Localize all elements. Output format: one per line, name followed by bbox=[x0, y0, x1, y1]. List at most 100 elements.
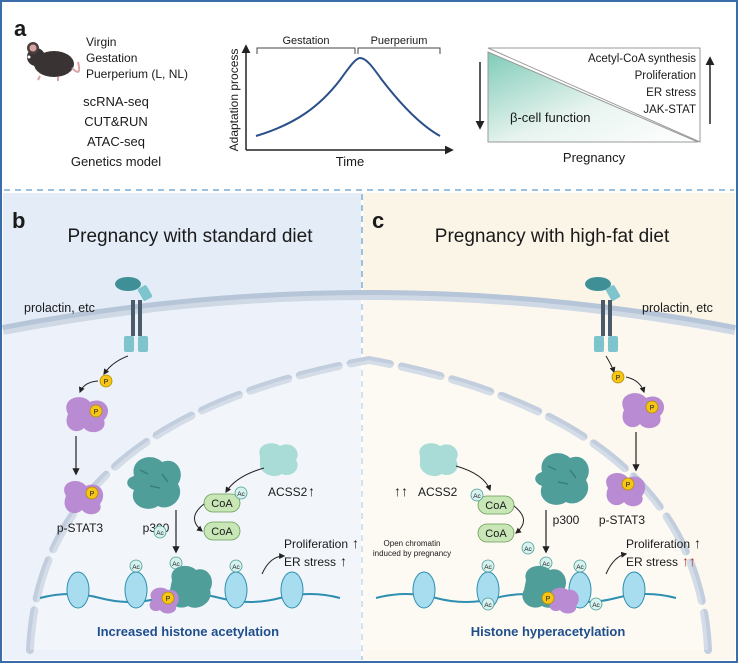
phospho-group-icon bbox=[99, 374, 113, 388]
increasing-triangle bbox=[487, 47, 701, 143]
er-stress-label: ER stress bbox=[284, 555, 336, 569]
cell-membrane bbox=[2, 290, 736, 335]
adaptation-curve bbox=[255, 56, 441, 137]
phospho-group-icon bbox=[611, 370, 625, 384]
acetyl-coa-icon bbox=[203, 493, 241, 513]
phase-puerperium: Puerperium bbox=[371, 35, 428, 47]
curve-ylabel: Adaptation process bbox=[227, 49, 241, 152]
svg-text:Ac: Ac bbox=[172, 561, 180, 568]
panel-c-ligand-label: prolactin, etc bbox=[642, 301, 713, 315]
pregnancy-triangle: Acetyl-CoA synthesis Proliferation ER st… bbox=[475, 47, 715, 165]
coa-icon bbox=[477, 523, 515, 543]
proliferation-up-arrow-icon: ↑ bbox=[694, 535, 701, 551]
svg-text:P: P bbox=[166, 596, 171, 603]
acetyl-coa-label: CoA bbox=[211, 498, 233, 510]
er-stress-up-arrow-icon: ↑ bbox=[340, 553, 347, 569]
svg-text:P: P bbox=[650, 405, 655, 412]
adaptation-curve-plot: Adaptation process Time Gestation Puerpe… bbox=[227, 35, 454, 169]
acss2-label: ACSS2 bbox=[268, 485, 308, 499]
nuclear-envelope bbox=[26, 355, 712, 654]
p300-icon bbox=[535, 453, 589, 505]
phase-gestation: Gestation bbox=[282, 35, 329, 47]
panel-c-letter: c bbox=[372, 208, 384, 233]
method-genetics: Genetics model bbox=[71, 154, 161, 169]
method-scrnaseq: scRNA-seq bbox=[83, 94, 149, 109]
proliferation-up-arrow-icon: ↑ bbox=[352, 535, 359, 551]
condition-virgin: Virgin bbox=[86, 35, 116, 49]
acss2-icon bbox=[259, 443, 298, 477]
prolactin-receptor-icon bbox=[115, 277, 153, 352]
trend-jak-stat: JAK-STAT bbox=[643, 104, 696, 116]
trend-acetyl-coa: Acetyl-CoA synthesis bbox=[588, 53, 696, 65]
p300-label: p300 bbox=[553, 513, 580, 527]
svg-text:P: P bbox=[94, 409, 99, 416]
phospho-label: P bbox=[616, 375, 621, 382]
acss2-up-arrow-icon: ↑ bbox=[308, 483, 315, 499]
histone-ac-marks: Ac Ac Ac Ac Ac bbox=[481, 556, 603, 611]
pstat3-label: p-STAT3 bbox=[599, 513, 646, 527]
pstat3-icon: P bbox=[606, 473, 646, 507]
histone-ac-marks: Ac Ac Ac bbox=[129, 556, 243, 573]
svg-text:Ac: Ac bbox=[132, 564, 140, 571]
panel-a: a Virgin Gestation Puerperium (L, NL) sc… bbox=[14, 16, 715, 169]
svg-text:Ac: Ac bbox=[542, 561, 550, 568]
svg-text:Ac: Ac bbox=[524, 546, 532, 553]
acss2-label: ACSS2 bbox=[418, 485, 458, 499]
open-chromatin-label-1: Open chromatin bbox=[384, 539, 441, 548]
panel-b-ligand-label: prolactin, etc bbox=[24, 301, 95, 315]
stat3-icon: P bbox=[66, 397, 109, 433]
proliferation-label: Proliferation bbox=[284, 537, 348, 551]
panel-c-title: Pregnancy with high-fat diet bbox=[435, 226, 670, 247]
acetyl-coa-label: CoA bbox=[485, 500, 507, 512]
decreasing-triangle bbox=[487, 51, 699, 143]
pstat3-label: p-STAT3 bbox=[57, 521, 104, 535]
curve-xlabel: Time bbox=[336, 154, 364, 169]
svg-text:Ac: Ac bbox=[592, 602, 600, 609]
er-stress-label: ER stress bbox=[626, 555, 678, 569]
trend-er-stress: ER stress bbox=[646, 87, 696, 99]
acss2-double-up-arrow-icon: ↑↑ bbox=[394, 483, 408, 499]
panel-b-caption: Increased histone acetylation bbox=[97, 624, 279, 639]
condition-puerperium: Puerperium (L, NL) bbox=[86, 67, 188, 81]
svg-text:Ac: Ac bbox=[484, 602, 492, 609]
acetyl-group-icon bbox=[470, 488, 484, 502]
svg-text:P: P bbox=[90, 491, 95, 498]
svg-text:Ac: Ac bbox=[156, 530, 164, 537]
trend-proliferation: Proliferation bbox=[635, 70, 696, 82]
panel-a-letter: a bbox=[14, 16, 27, 41]
svg-text:Ac: Ac bbox=[232, 564, 240, 571]
stat3-icon: P bbox=[622, 393, 665, 429]
acss2-icon bbox=[419, 443, 458, 477]
p300-stat3-complex-icon: P bbox=[149, 565, 213, 614]
coa-label: CoA bbox=[211, 526, 233, 538]
acetyl-group-label: Ac bbox=[473, 493, 481, 500]
mouse-icon bbox=[27, 42, 81, 81]
svg-text:Ac: Ac bbox=[484, 564, 492, 571]
panel-c-caption: Histone hyperacetylation bbox=[471, 624, 626, 639]
condition-gestation: Gestation bbox=[86, 51, 137, 65]
panel-b-title: Pregnancy with standard diet bbox=[67, 226, 313, 247]
coa-icon bbox=[203, 521, 241, 541]
trend-beta-cell: β-cell function bbox=[510, 110, 590, 125]
panel-c: c Pregnancy with high-fat diet prolactin… bbox=[372, 208, 713, 639]
acetyl-group-label: Ac bbox=[237, 491, 245, 498]
triangle-xlabel: Pregnancy bbox=[563, 150, 626, 165]
p300-icon bbox=[127, 457, 181, 509]
er-stress-double-up-arrow-icon: ↑↑ bbox=[682, 553, 696, 569]
svg-text:P: P bbox=[626, 482, 631, 489]
acetyl-coa-icon bbox=[477, 495, 515, 515]
pstat3-icon: P bbox=[64, 481, 104, 515]
p300-stat3-complex-icon: P bbox=[522, 565, 579, 614]
open-chromatin-label-2: induced by pregnancy bbox=[373, 549, 451, 558]
nucleosome-icon bbox=[66, 571, 304, 609]
coa-label: CoA bbox=[485, 528, 507, 540]
svg-text:Ac: Ac bbox=[576, 564, 584, 571]
acetyl-group-icon bbox=[234, 486, 248, 500]
panel-b: b Pregnancy with standard diet prolactin… bbox=[12, 208, 359, 639]
phospho-label: P bbox=[104, 379, 109, 386]
prolactin-receptor-icon bbox=[585, 277, 621, 352]
panel-b-letter: b bbox=[12, 208, 25, 233]
proliferation-label: Proliferation bbox=[626, 537, 690, 551]
